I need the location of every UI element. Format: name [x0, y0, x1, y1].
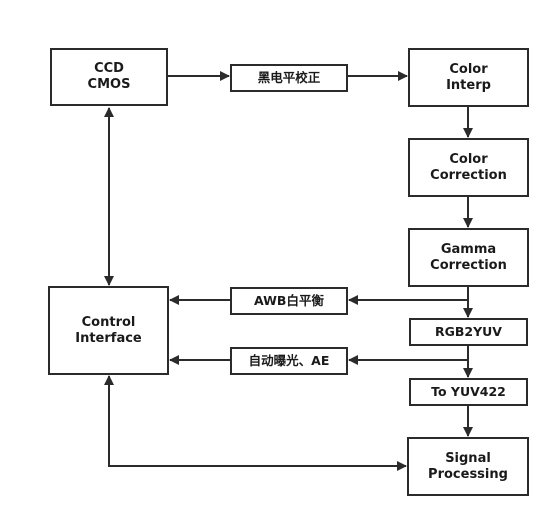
control-interface-line1: Control: [81, 314, 136, 330]
gamma-correction-block: Gamma Correction: [408, 228, 529, 287]
rgb2yuv-label: RGB2YUV: [435, 324, 502, 339]
ccd-cmos-line2: CMOS: [87, 77, 131, 92]
color-correction-block: Color Correction: [408, 138, 529, 197]
ae-label: 自动曝光、AE: [248, 353, 330, 368]
color-correction-line1: Color: [449, 151, 488, 167]
control-interface-line2: Interface: [75, 330, 142, 346]
ccd-cmos-line1: CCD: [94, 61, 124, 76]
signal-processing-line1: Signal: [445, 450, 491, 466]
color-interp-line1: Color: [449, 61, 488, 77]
gamma-correction-line1: Gamma: [440, 241, 497, 257]
signal-processing-line2: Processing: [428, 466, 508, 482]
auto-exposure-block: 自动曝光、AE: [230, 347, 348, 375]
signal-processing-block: Signal Processing: [407, 437, 529, 496]
arrow-control-signal-bidirectional: [104, 375, 407, 471]
color-interp-line2: Interp: [446, 77, 491, 93]
color-correction-line2: Correction: [430, 167, 507, 183]
color-interp-block: Color Interp: [408, 48, 529, 107]
rgb2yuv-block: RGB2YUV: [409, 318, 528, 346]
to-yuv422-block: To YUV422: [409, 378, 528, 406]
ccd-cmos-block: CCD CMOS: [50, 48, 168, 106]
to-yuv422-label: To YUV422: [431, 384, 506, 399]
awb-label: AWB白平衡: [254, 293, 324, 308]
awb-block: AWB白平衡: [230, 287, 348, 315]
black-level-correction-block: 黑电平校正: [230, 64, 348, 92]
gamma-correction-line2: Correction: [430, 257, 507, 273]
control-interface-block: Control Interface: [48, 286, 169, 375]
black-level-label: 黑电平校正: [257, 70, 321, 85]
